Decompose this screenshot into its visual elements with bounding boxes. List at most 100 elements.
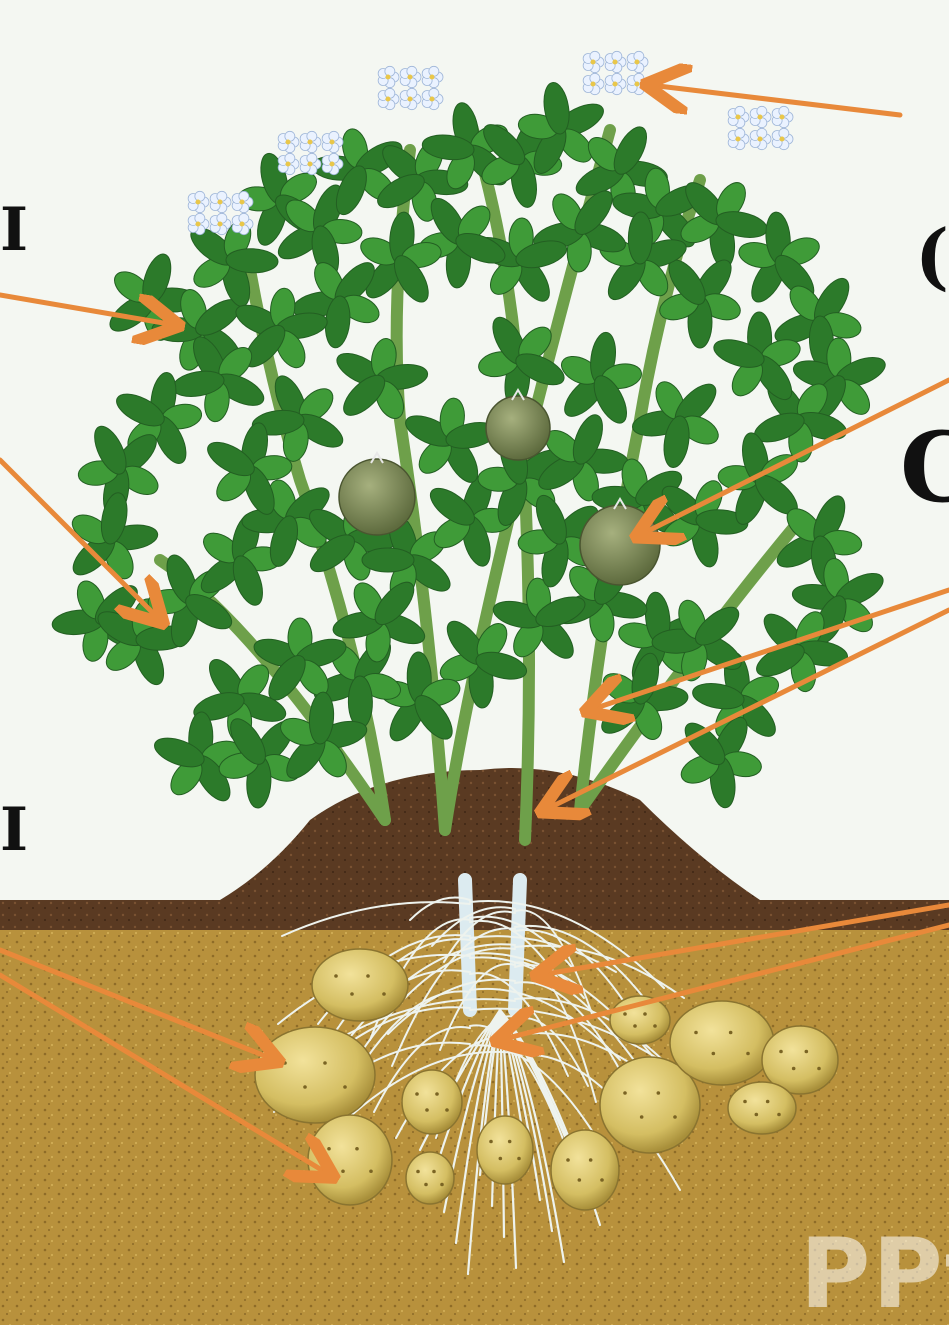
flower-center	[736, 115, 741, 120]
flower-petal	[385, 88, 395, 98]
tuber-eye	[416, 1170, 420, 1174]
tuber-eye	[777, 1113, 781, 1117]
tuber-eye	[341, 1169, 345, 1173]
flower-center	[308, 162, 313, 167]
tuber-eye	[712, 1052, 716, 1056]
tuber-eye	[489, 1140, 493, 1144]
tuber-eye	[432, 1170, 436, 1174]
tuber-eye	[746, 1052, 750, 1056]
label-fragment-right-third: C	[900, 420, 949, 516]
flower-petal	[239, 213, 249, 223]
label-fragment-left-upper: I	[0, 200, 28, 260]
flower-center	[758, 137, 763, 142]
tuber-body	[308, 1115, 392, 1205]
tuber-eye	[589, 1158, 593, 1162]
label-fragment-left-lower: I	[0, 800, 28, 860]
tuber-eye	[755, 1113, 759, 1117]
tuber-eye	[435, 1092, 439, 1096]
tuber-eye	[657, 1091, 661, 1095]
tuber-eye	[792, 1067, 796, 1071]
tuber-eye	[743, 1100, 747, 1104]
tuber-eye	[673, 1115, 677, 1119]
flower-petal	[195, 191, 205, 201]
tuber-body	[312, 949, 408, 1021]
flower-center	[386, 97, 391, 102]
tuber-eye	[517, 1157, 521, 1161]
flower-petal	[407, 88, 417, 98]
tuber-eye	[578, 1178, 582, 1182]
tuber-body	[406, 1152, 454, 1204]
leaflet	[348, 676, 373, 728]
flower-petal	[217, 191, 227, 201]
watermark-bottom: PPt	[800, 1218, 949, 1325]
flower-petal	[429, 88, 439, 98]
tuber	[402, 1070, 462, 1134]
flower-petal	[429, 66, 439, 76]
tuber-eye	[508, 1140, 512, 1144]
tuber-eye	[382, 992, 386, 996]
flower-center	[635, 82, 640, 87]
flower-petal	[757, 128, 767, 138]
tuber	[551, 1130, 619, 1210]
tuber-eye	[440, 1183, 444, 1187]
tuber-eye	[350, 992, 354, 996]
flower-petal	[735, 106, 745, 116]
tuber	[728, 1082, 796, 1134]
flower-center	[613, 60, 618, 65]
tuber-eye	[424, 1183, 428, 1187]
flower-petal	[195, 213, 205, 223]
tuber	[670, 1001, 774, 1085]
tuber-eye	[779, 1050, 783, 1054]
tuber-eye	[355, 1147, 359, 1151]
flower-petal	[239, 191, 249, 201]
flower-petal	[385, 66, 395, 76]
tuber-eye	[729, 1031, 733, 1035]
flower-center	[780, 115, 785, 120]
tuber-eye	[343, 1085, 347, 1089]
flower-petal	[612, 51, 622, 61]
tuber-eye	[499, 1157, 503, 1161]
tuber-eye	[415, 1092, 419, 1096]
flower-center	[286, 140, 291, 145]
flower-center	[330, 162, 335, 167]
leaflet	[628, 212, 653, 264]
flower-petal	[285, 153, 295, 163]
tuber-eye	[633, 1024, 637, 1028]
flower-petal	[590, 73, 600, 83]
tuber	[255, 1027, 375, 1123]
flower-petal	[757, 106, 767, 116]
tuber-eye	[334, 974, 338, 978]
flower-center	[758, 115, 763, 120]
tuber-eye	[327, 1147, 331, 1151]
flower-center	[308, 140, 313, 145]
tuber	[312, 949, 408, 1021]
tuber-body	[551, 1130, 619, 1210]
tuber-body	[402, 1070, 462, 1134]
flower-center	[591, 60, 596, 65]
flower-petal	[612, 73, 622, 83]
berry	[486, 396, 550, 460]
tuber-body	[255, 1027, 375, 1123]
tuber-eye	[643, 1012, 647, 1016]
flower-petal	[735, 128, 745, 138]
tuber-eye	[445, 1108, 449, 1112]
flower-center	[613, 82, 618, 87]
flower-petal	[634, 51, 644, 61]
tuber-eye	[805, 1050, 809, 1054]
flower-center	[218, 222, 223, 227]
tuber-eye	[653, 1024, 657, 1028]
tuber-eye	[817, 1067, 821, 1071]
flower-center	[240, 200, 245, 205]
flower-center	[408, 75, 413, 80]
flower-petal	[779, 106, 789, 116]
flower-center	[430, 75, 435, 80]
tuber-eye	[369, 1169, 373, 1173]
tuber-body	[728, 1082, 796, 1134]
flower-center	[218, 200, 223, 205]
leaflet	[362, 548, 414, 572]
tuber-body	[477, 1116, 533, 1184]
flower-center	[286, 162, 291, 167]
flower-center	[240, 222, 245, 227]
